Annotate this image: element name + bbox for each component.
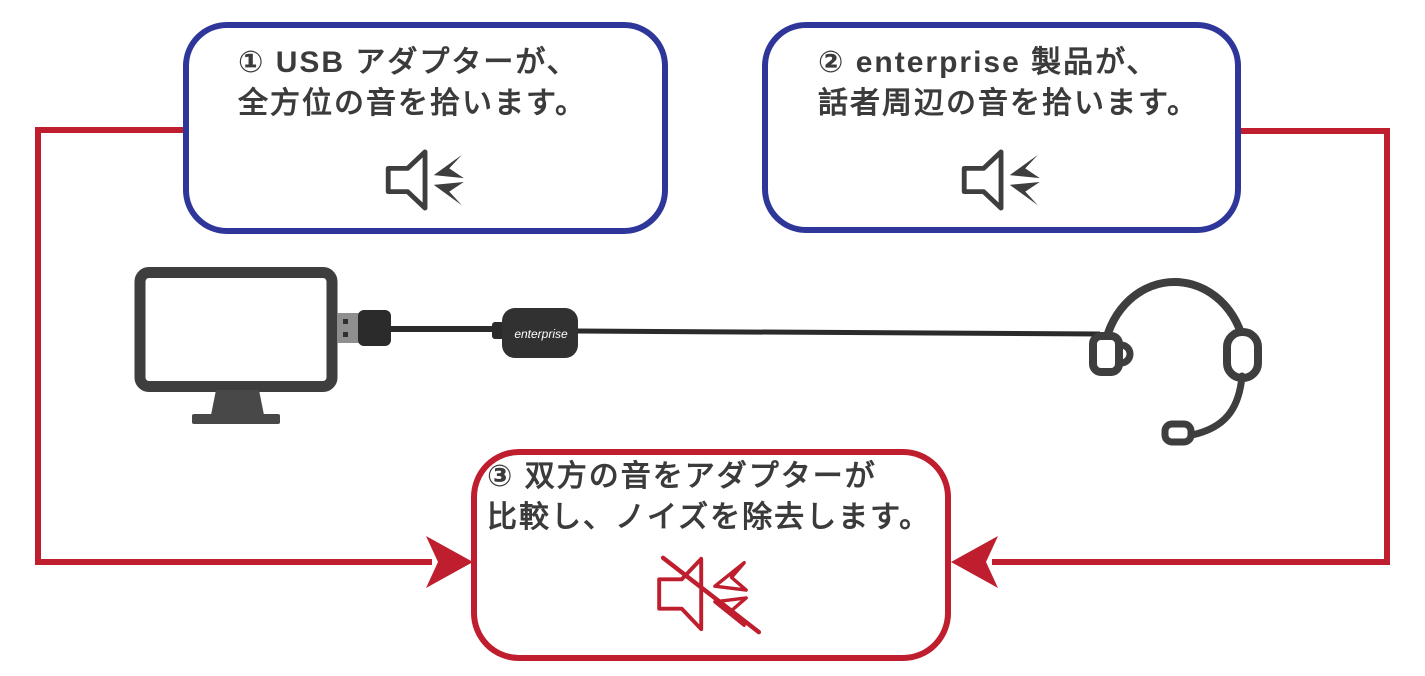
usb-plug-metal [337, 313, 359, 343]
callout-text-line: 話者周辺の音を拾います。 [818, 87, 1199, 120]
noise-flow-line-right [992, 128, 1390, 565]
sound-pickup-icon [385, 149, 467, 216]
headset-right-earpiece [1223, 328, 1262, 382]
callout-noise-removal: ③ 双方の音をアダプターが 比較し、ノイズを除去します。 [471, 449, 951, 661]
headset-left-earpiece [1089, 332, 1123, 376]
headset-mic-tip [1161, 420, 1195, 446]
sound-muted-icon [654, 551, 766, 642]
adapter-body [502, 308, 578, 358]
monitor-stand-neck [211, 390, 264, 415]
headset [1089, 277, 1262, 446]
callout-text-line: 全方位の音を拾います。 [238, 87, 587, 120]
cable-adapter-to-headset [576, 328, 1101, 337]
left-arrowhead-icon [426, 536, 473, 588]
callout-enterprise-pickup: ② enterprise 製品が、 話者周辺の音を拾います。 [762, 22, 1241, 233]
monitor-screen [134, 267, 338, 392]
callout-text-line: ① USB アダプターが、 [238, 46, 579, 79]
usb-plug-hole-top [343, 319, 348, 324]
enterprise-adapter: enterprise [492, 308, 578, 358]
callout-text-line: ② enterprise 製品が、 [818, 46, 1159, 79]
callout-text-line: ③ 双方の音をアダプターが [487, 460, 877, 493]
headset-headband [1100, 277, 1247, 356]
callout-text-line: 比較し、ノイズを除去します。 [487, 501, 932, 534]
sound-pickup-icon [961, 149, 1043, 216]
noise-flow-line-left [35, 127, 432, 565]
adapter-label: enterprise [514, 327, 568, 341]
headset-mic-boom [1188, 372, 1246, 439]
usb-plug-body [358, 310, 391, 346]
monitor-stand-base [192, 414, 280, 424]
right-arrowhead-icon [951, 536, 998, 588]
usb-plug-hole-bottom [343, 332, 348, 337]
callout-usb-adapter-pickup: ① USB アダプターが、 全方位の音を拾います。 [183, 22, 668, 234]
noise-flow-left [35, 127, 473, 588]
noise-flow-right [951, 128, 1390, 588]
usb-cable [337, 310, 1101, 346]
adapter-strain-relief [492, 322, 504, 339]
computer-monitor [134, 267, 338, 424]
